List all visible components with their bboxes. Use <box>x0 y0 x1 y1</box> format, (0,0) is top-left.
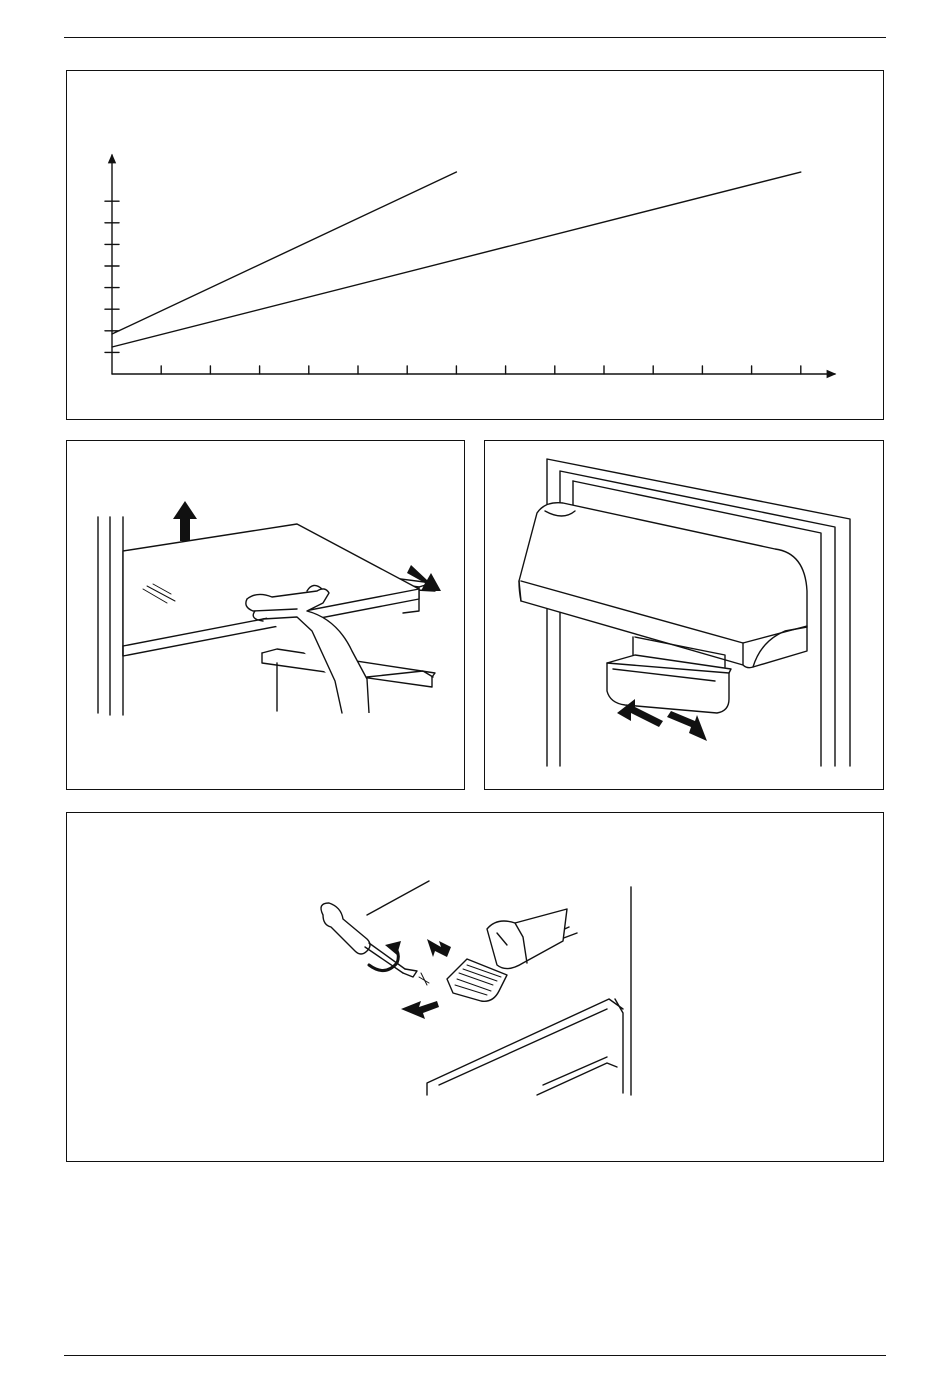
footer-rule <box>64 1355 886 1356</box>
series-line-1 <box>112 172 456 334</box>
door-compartment-illustration <box>485 441 882 788</box>
header-rule <box>64 37 886 38</box>
line-chart <box>67 71 882 418</box>
shelf-illustration-panel <box>66 440 465 790</box>
door-compartment-panel <box>484 440 884 790</box>
drain-tool-panel <box>66 812 884 1162</box>
chart-panel <box>66 70 884 420</box>
drain-tool-illustration <box>67 813 882 1160</box>
series-line-2 <box>112 172 801 347</box>
shelf-removal-illustration <box>67 441 463 788</box>
